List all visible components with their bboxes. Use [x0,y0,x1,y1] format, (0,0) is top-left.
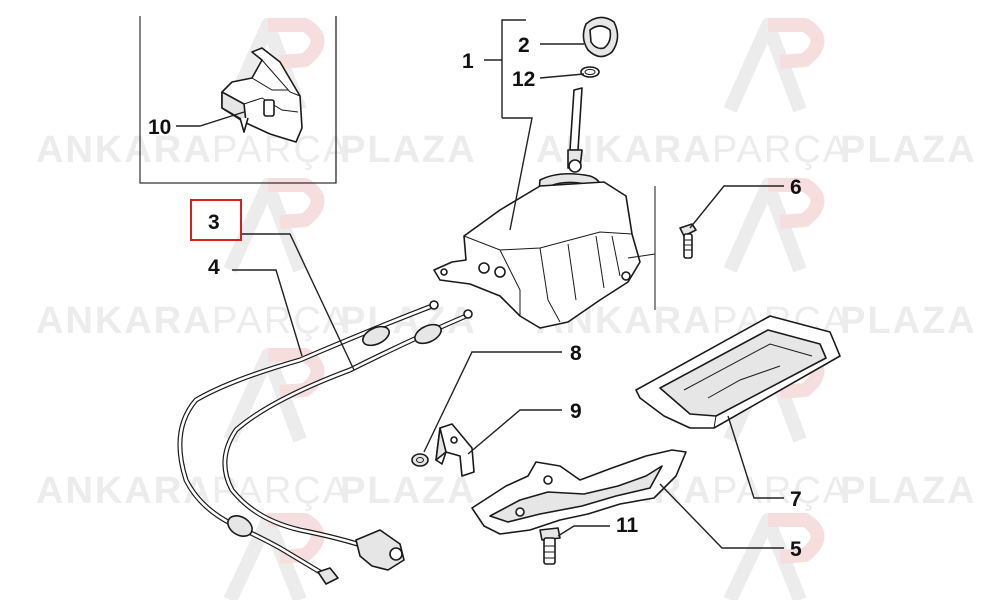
callout-10: 10 [148,116,171,139]
part-1-gearshift-assembly[interactable] [433,87,656,329]
callout-3-highlight [190,199,242,241]
part-5-heat-shield[interactable] [471,449,687,535]
watermark-word: ANKARA [36,300,213,342]
watermark-word: PLAZA [340,470,477,512]
callout-2: 2 [518,34,530,57]
detail-frame [139,16,337,184]
part-11-screw[interactable] [539,527,561,565]
part-2-gear-knob[interactable] [582,16,619,58]
watermark-word: PARÇA [712,470,850,512]
watermark-word: PLAZA [840,129,977,171]
part-4-cable[interactable] [177,300,439,585]
callout-1: 1 [462,50,474,73]
watermark-row-2: ANKARA PARÇA PLAZA ANKARA PARÇA PLAZA [36,300,977,342]
watermark-word: PLAZA [840,300,977,342]
part-6-bolt[interactable] [679,223,697,259]
callout-3: 3 [208,211,220,234]
part-10-clip[interactable] [221,47,303,143]
part-8-nut[interactable] [411,453,429,467]
part-7-tray[interactable] [635,315,841,429]
watermark-word: ANKARA [36,129,213,171]
part-12-ring[interactable] [580,66,600,78]
part-9-bracket[interactable] [435,423,475,477]
watermark-word: ANKARA [36,470,213,512]
callout-6: 6 [790,176,802,199]
callout-7: 7 [790,488,802,511]
callout-8: 8 [570,342,582,365]
watermark-word: PARÇA [712,129,850,171]
callout-5: 5 [790,538,802,561]
watermark-word: PARÇA [212,300,350,342]
leader-lines [176,19,784,549]
watermark-word: PLAZA [340,129,477,171]
callout-4: 4 [208,256,220,279]
watermark-row-1: ANKARA PARÇA PLAZA ANKARA PARÇA PLAZA [36,129,977,171]
callout-labels: 1 2 12 10 3 4 6 8 9 7 11 5 [148,34,802,561]
part-3-cable[interactable] [222,309,473,571]
callout-12: 12 [512,68,535,91]
callout-9: 9 [570,400,582,423]
watermark-word: PLAZA [840,470,977,512]
watermark-word: ANKARA [536,129,713,171]
callout-11: 11 [616,514,639,537]
